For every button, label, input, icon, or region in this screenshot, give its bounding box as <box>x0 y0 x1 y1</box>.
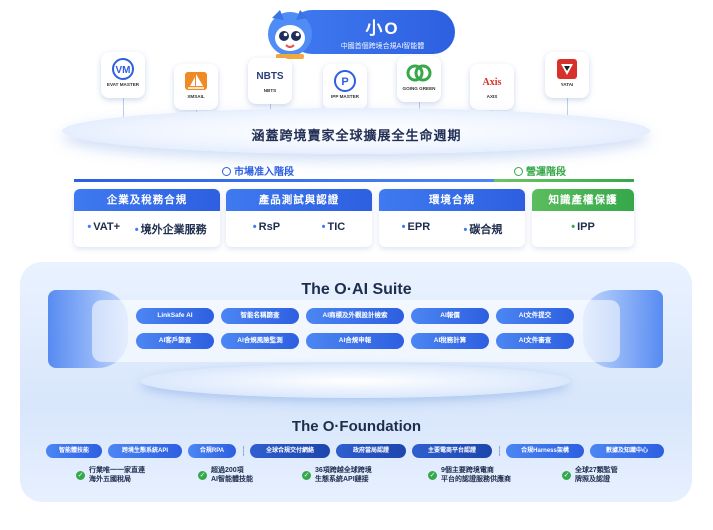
category-item: 境外企業服務 <box>135 221 207 237</box>
evat-master-logo-icon: VM <box>112 58 134 80</box>
svg-text:NBTS: NBTS <box>256 71 284 82</box>
foundation-chip[interactable]: 主要電商平台認證 <box>412 444 492 458</box>
axis-logo-icon: Axis <box>483 77 502 88</box>
check-icon: ✓ <box>428 470 437 480</box>
mascot-icon <box>268 10 312 59</box>
brand-xmsail[interactable]: XMSAIL <box>174 64 218 110</box>
check-icon: ✓ <box>198 470 207 480</box>
check-icon: ✓ <box>76 470 85 480</box>
category-item: 碳合規 <box>463 221 502 237</box>
category-card-environment[interactable]: 環境合規 EPR 碳合規 <box>379 189 525 247</box>
check-icon: ✓ <box>562 470 571 480</box>
category-card-corporate-tax[interactable]: 企業及稅務合規 VAT+ 境外企業服務 <box>74 189 220 247</box>
foundation-stat: ✓ 行業唯一一家直連 海外五國稅局 <box>76 466 145 484</box>
platform-title: 涵蓋跨境賣家全球擴展全生命週期 <box>251 128 462 143</box>
suite-chip[interactable]: AI客戶篩查 <box>136 333 214 349</box>
brand-stem <box>567 98 568 122</box>
category-title: 產品測試與認證 <box>226 189 372 211</box>
category-title: 企業及稅務合規 <box>74 189 220 211</box>
suite-chip[interactable]: AI合規申報 <box>306 333 404 349</box>
suite-chip[interactable]: LinkSafe AI <box>136 308 214 324</box>
category-card-product-testing[interactable]: 產品測試與認證 RsP TIC <box>226 189 372 247</box>
suite-chip[interactable]: AI文件提交 <box>496 308 574 324</box>
brand-name: GOING GREEN <box>402 86 436 91</box>
brand-name: NBTS <box>263 88 277 93</box>
brand-ipp-master[interactable]: P IPP MASTER <box>323 64 367 110</box>
category-title: 環境合規 <box>379 189 525 211</box>
category-item: EPR <box>402 221 431 237</box>
chip-separator <box>243 446 244 456</box>
check-icon: ✓ <box>302 470 311 480</box>
svg-text:P: P <box>341 76 348 88</box>
category-title: 知識產權保護 <box>532 189 634 211</box>
stage-line-operation <box>494 179 634 182</box>
hero-pill: 小O 中國首個跨境合規AI智能體 <box>290 10 455 54</box>
brand-name: YATAI <box>560 82 574 87</box>
category-card-ip-protection[interactable]: 知識產權保護 IPP <box>532 189 634 247</box>
suite-chip[interactable]: AI商標及外觀設計檢索 <box>306 308 404 324</box>
brand-name: EVAT MASTER <box>106 82 140 87</box>
stage-line-market-entry <box>74 179 494 182</box>
stage-label: 市場准入階段 <box>234 167 294 178</box>
arrow-circle-icon <box>222 167 231 176</box>
category-item: RsP <box>253 221 280 233</box>
suite-chip[interactable]: 智能名稱篩查 <box>221 308 299 324</box>
foundation-title: The O·Foundation <box>291 418 422 435</box>
suite-chip[interactable]: AI稅務計算 <box>411 333 489 349</box>
brand-name: AXIS <box>486 94 498 99</box>
ipp-master-logo-icon: P <box>334 70 356 92</box>
foundation-stat: ✓ 超過200項 AI智能體技能 <box>198 466 253 484</box>
stat-text: 9個主要跨境電商 平台的認證服務供應商 <box>441 467 511 483</box>
svg-text:VM: VM <box>116 65 131 76</box>
going-green-logo-icon <box>406 64 432 82</box>
foundation-chip[interactable]: 智能體技能 <box>46 444 102 458</box>
category-item: IPP <box>571 221 595 233</box>
brand-going-green[interactable]: GOING GREEN <box>397 56 441 102</box>
xmsail-logo-icon <box>185 72 207 90</box>
brand-evat-master[interactable]: VM EVAT MASTER <box>101 52 145 98</box>
foundation-chip[interactable]: 數據及知識中心 <box>590 444 664 458</box>
hero-subtitle: 中國首個跨境合規AI智能體 <box>340 43 425 50</box>
cycle-icon <box>514 167 523 176</box>
svg-text:Axis: Axis <box>483 77 502 88</box>
foundation-stat: ✓ 9個主要跨境電商 平台的認證服務供應商 <box>428 466 511 484</box>
nbts-logo-icon: NBTS <box>256 71 284 82</box>
suite-title: The O·AI Suite <box>301 281 412 298</box>
category-item: VAT+ <box>87 221 120 237</box>
foundation-chip[interactable]: 政府當局認證 <box>336 444 406 458</box>
brand-stem <box>123 98 124 122</box>
stage-label: 營運階段 <box>526 167 566 178</box>
foundation-chip[interactable]: 跨境生態系統API <box>108 444 182 458</box>
suite-disc <box>140 364 570 398</box>
brand-name: XMSAIL <box>187 94 205 99</box>
brand-yatai[interactable]: YATAI <box>545 52 589 98</box>
foundation-stat: ✓ 全球27類監管 牌照及認證 <box>562 466 618 484</box>
yatai-logo-icon <box>557 59 577 79</box>
suite-chip[interactable]: AI合規風險監測 <box>221 333 299 349</box>
suite-chip[interactable]: AI文件審查 <box>496 333 574 349</box>
foundation-chip[interactable]: 全球合規交付網絡 <box>250 444 330 458</box>
hero-title: 小O <box>365 19 400 38</box>
chip-separator <box>499 446 500 456</box>
brand-axis[interactable]: Axis AXIS <box>470 64 514 110</box>
suite-chip[interactable]: AI報價 <box>411 308 489 324</box>
brand-name: IPP MASTER <box>331 94 359 99</box>
category-item: TIC <box>322 221 345 233</box>
stat-text: 超過200項 AI智能體技能 <box>211 467 253 483</box>
stage-market-entry: 市場准入階段 <box>222 163 294 178</box>
stat-text: 36項跨越全球跨境 生態系統API鏈接 <box>315 467 372 483</box>
foundation-chip[interactable]: 合規Harness架構 <box>506 444 584 458</box>
stage-operation: 營運階段 <box>514 163 566 178</box>
stat-text: 行業唯一一家直連 海外五國稅局 <box>89 467 145 483</box>
stat-text: 全球27類監管 牌照及認證 <box>575 467 618 483</box>
platform-disc <box>62 108 650 154</box>
foundation-stat: ✓ 36項跨越全球跨境 生態系統API鏈接 <box>302 466 372 484</box>
brand-nbts[interactable]: NBTS NBTS <box>248 58 292 104</box>
foundation-chip[interactable]: 合規RPA <box>188 444 236 458</box>
